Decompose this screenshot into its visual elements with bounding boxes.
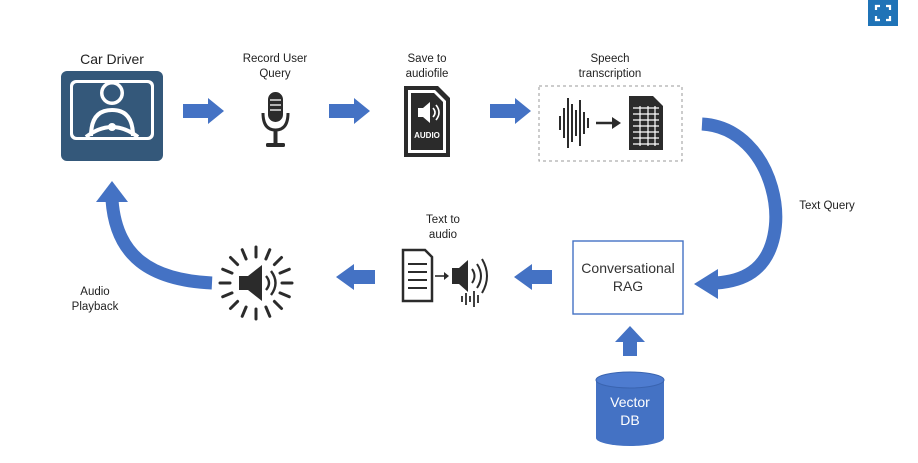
vector-db-label: Vector DB — [610, 394, 650, 428]
conversational-rag-label: Conversational RAG — [581, 260, 675, 294]
speaker-ray — [229, 299, 240, 310]
arrow-rag-to-tts — [514, 264, 552, 290]
arrow-text-query — [701, 117, 783, 290]
speaker-ray — [240, 248, 248, 261]
arrow-driver-to-record — [183, 98, 224, 124]
conversational-rag-box — [572, 240, 684, 315]
save-to-audiofile-label: Save to audiofile — [405, 53, 449, 80]
text-to-audio-icon — [401, 248, 488, 307]
arrow-audio-playback — [105, 199, 213, 290]
document-icon — [629, 96, 663, 150]
fullscreen-button[interactable] — [868, 0, 898, 26]
audio-playback-label: Audio Playback — [71, 286, 119, 313]
text-to-audio-label: Text to audio — [426, 214, 460, 241]
speaker-ray — [229, 256, 240, 267]
arrow-save-to-transcription — [490, 98, 531, 124]
speaker-ray — [272, 299, 283, 310]
arrow-vectordb-to-rag — [615, 326, 645, 356]
speaker-ray — [264, 248, 272, 261]
speaker-ray — [278, 267, 291, 275]
speaker-ray — [240, 305, 248, 318]
arrow-audio-playback-head — [96, 181, 128, 202]
text-query-label: Text Query — [799, 200, 855, 212]
waveform-icon — [559, 98, 589, 148]
speaker-ray — [221, 267, 234, 275]
audio-file-icon: AUDIO — [404, 86, 450, 157]
speaker-ray — [272, 256, 283, 267]
microphone-icon — [261, 92, 290, 147]
speaker-ray — [264, 305, 272, 318]
arrow-tts-to-speaker — [336, 264, 375, 290]
arrow-record-to-save — [329, 98, 370, 124]
record-user-query-label: Record User Query — [242, 53, 308, 80]
speaker-ray — [278, 291, 291, 299]
fullscreen-icon — [874, 4, 892, 22]
speaker-icon — [218, 245, 294, 321]
speech-transcription-label: Speech transcription — [578, 53, 642, 80]
audio-badge-text: AUDIO — [414, 131, 440, 140]
speaker-ray — [221, 291, 234, 299]
car-driver-label: Car Driver — [80, 51, 144, 67]
car-driver-icon — [61, 71, 163, 161]
arrow-text-query-head — [694, 269, 718, 299]
vector-db-cylinder — [595, 371, 665, 446]
speech-transcription-box — [538, 85, 683, 162]
